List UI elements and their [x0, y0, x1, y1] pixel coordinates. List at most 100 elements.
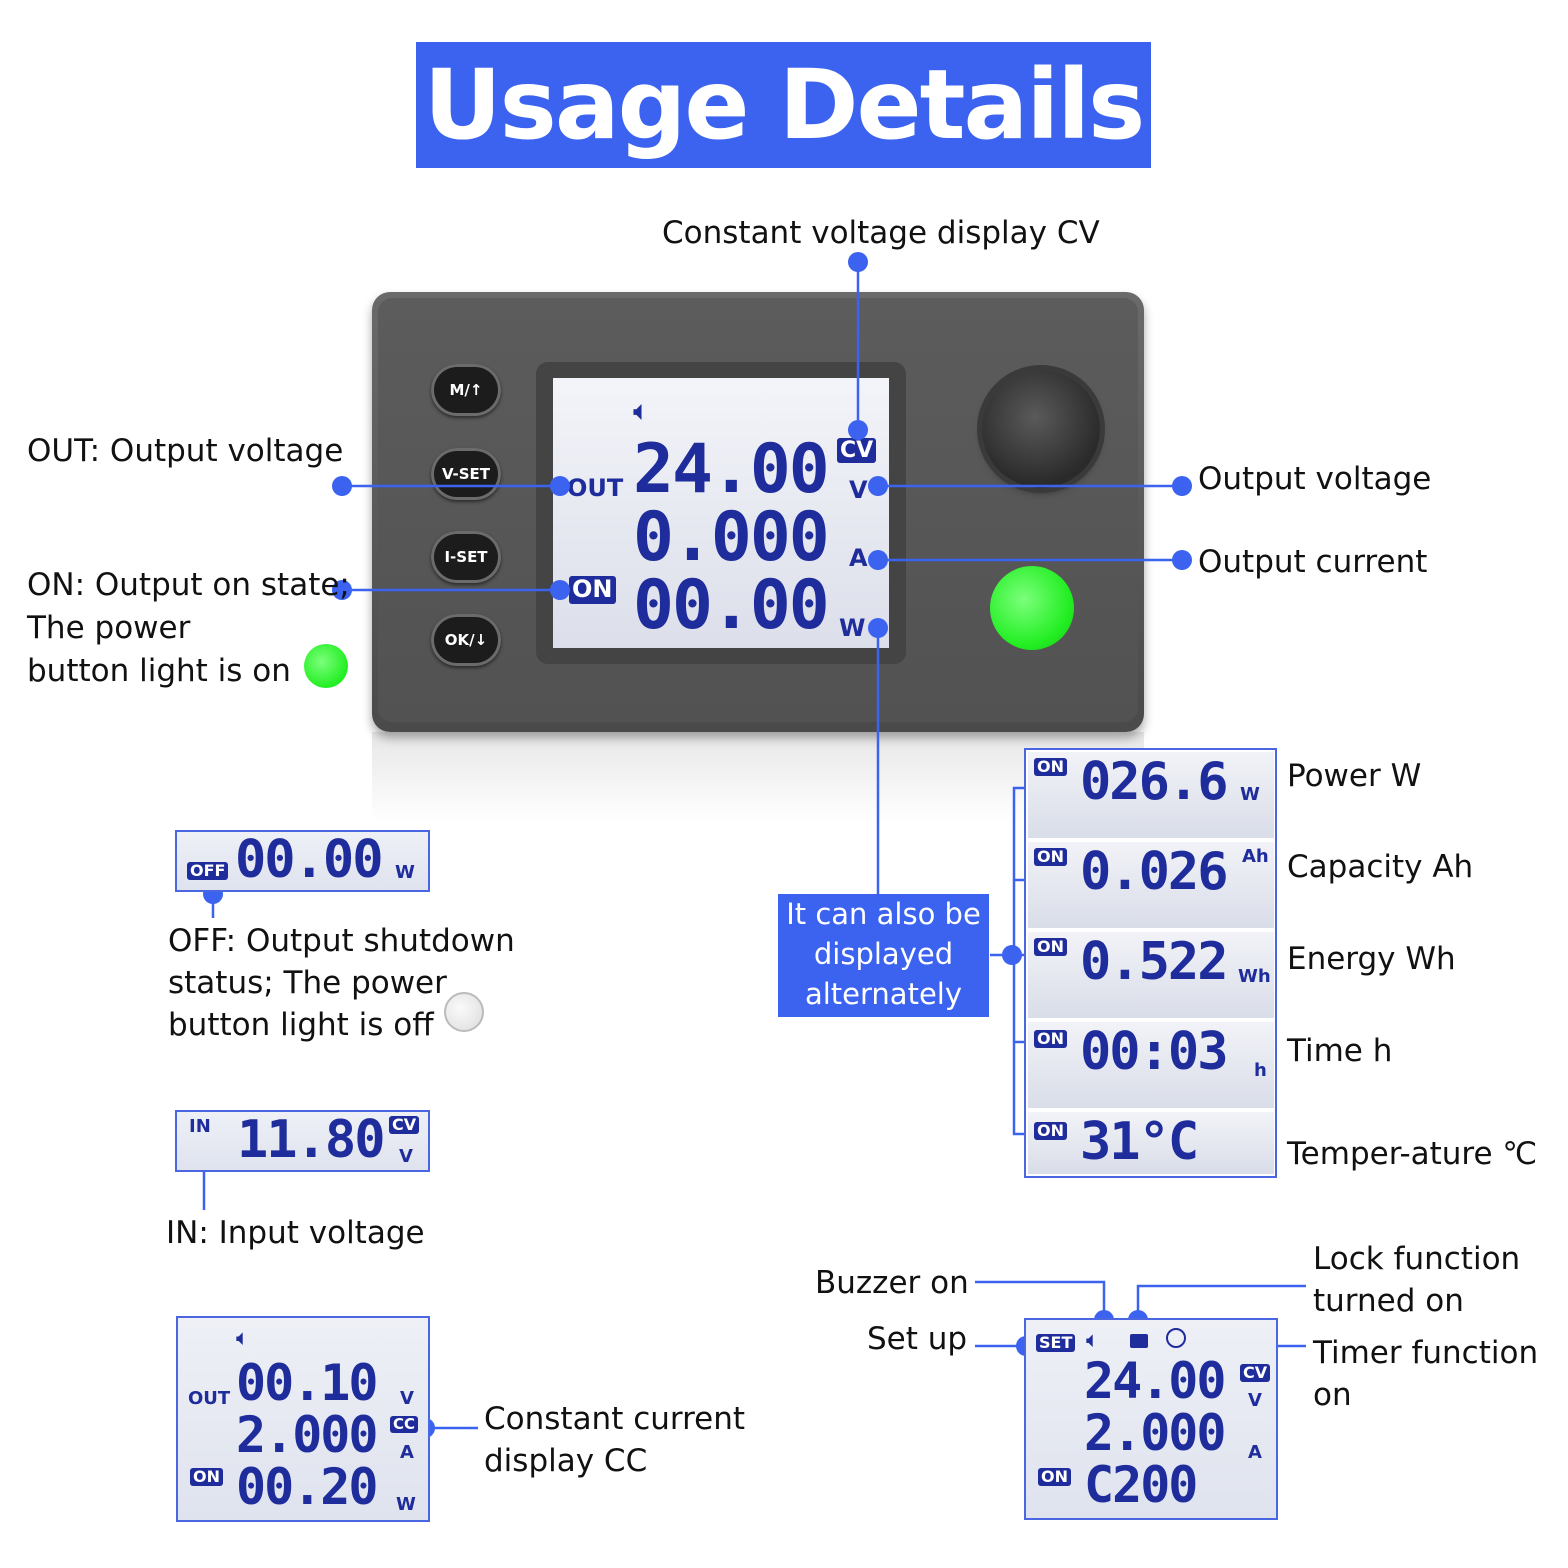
- out-pointer-dot: [332, 476, 352, 496]
- cc-a-value: 2.000: [236, 1406, 379, 1464]
- cv-pointer-dot: [848, 252, 868, 272]
- alt-value: 026.6: [1080, 752, 1229, 812]
- cv-display-label: Constant voltage display CV: [662, 215, 1100, 251]
- alt-label-capacity: Capacity Ah: [1287, 849, 1474, 885]
- a-target-dot: [868, 550, 888, 570]
- off-label-3: button light is off: [168, 1007, 434, 1043]
- alt-row: ON 0.522 Wh: [1028, 932, 1274, 1018]
- power-readout: 00.00: [633, 566, 830, 645]
- alt-value: 31°C: [1080, 1112, 1199, 1172]
- out-voltage-label: OUT: Output voltage: [27, 433, 344, 469]
- cc-v-value: 00.10: [236, 1354, 379, 1412]
- in-cv-badge: CV: [389, 1115, 420, 1135]
- rotary-knob[interactable]: [982, 370, 1100, 488]
- on-target-dot: [550, 580, 570, 600]
- set-lcd: SET 🔈︎ CV 24.00 V 2.000 A ON C200: [1024, 1318, 1278, 1520]
- cc-lcd: 🔈︎ OUT 00.10 V 2.000 CC A ON 00.20 W: [176, 1316, 430, 1522]
- m-up-button[interactable]: M/↑: [431, 364, 501, 416]
- output-voltage-dot: [1172, 476, 1192, 496]
- off-badge: OFF: [187, 861, 229, 881]
- set-v-value: 24.00: [1084, 1352, 1227, 1410]
- voltage-readout: 24.00: [633, 430, 830, 509]
- set-unit-a: A: [1248, 1442, 1262, 1463]
- alt-label-time: Time h: [1287, 1033, 1393, 1069]
- cv-target-dot: [848, 420, 868, 440]
- alt-label-power: Power W: [1287, 758, 1422, 794]
- alt-unit: Wh: [1238, 966, 1271, 987]
- alternate-line-1: It can also be: [786, 897, 981, 931]
- cc-w-value: 00.20: [236, 1458, 379, 1516]
- cc-speaker-icon: 🔈︎: [236, 1326, 250, 1351]
- output-current-dot: [1172, 550, 1192, 570]
- lock-label-1: Lock function: [1313, 1241, 1521, 1277]
- alt-row: ON 0.026 Ah: [1028, 842, 1274, 928]
- alt-label-temperature: Temper-ature ℃: [1287, 1136, 1538, 1172]
- cc-out-label: OUT: [188, 1388, 231, 1409]
- on-badge: ON: [569, 575, 616, 604]
- set-unit-v: V: [1248, 1390, 1262, 1411]
- cc-on-badge: ON: [190, 1467, 223, 1487]
- unit-a: A: [849, 544, 868, 572]
- alt-unit: h: [1254, 1060, 1267, 1081]
- unit-w: W: [839, 614, 866, 642]
- buzzer-icon: 🔈︎: [1086, 1328, 1100, 1353]
- page-title: Usage Details: [423, 49, 1146, 161]
- lock-label-2: turned on: [1313, 1283, 1464, 1319]
- cc-unit-v: V: [400, 1388, 414, 1409]
- grey-light-icon: [444, 992, 484, 1032]
- in-unit: V: [399, 1146, 413, 1167]
- alt-label-energy: Energy Wh: [1287, 941, 1456, 977]
- in-lcd: IN 11.80 CV V: [175, 1110, 430, 1172]
- alt-unit: W: [1240, 784, 1260, 805]
- alternate-dot: [1002, 945, 1022, 965]
- timer-label-2: on: [1313, 1377, 1352, 1413]
- alt-badge: ON: [1034, 937, 1067, 957]
- out-label: OUT: [567, 474, 624, 502]
- current-readout: 0.000: [633, 498, 830, 577]
- set-badge: SET: [1036, 1333, 1076, 1353]
- cv-badge: CV: [837, 438, 877, 464]
- i-set-button[interactable]: I-SET: [431, 531, 501, 583]
- buzzer-label: Buzzer on: [815, 1265, 969, 1301]
- alternate-line-3: alternately: [804, 977, 963, 1011]
- cc-badge: CC: [390, 1415, 419, 1434]
- on-state-label-2: The power: [27, 610, 191, 646]
- alt-badge: ON: [1034, 847, 1067, 867]
- power-button[interactable]: [990, 566, 1074, 650]
- alt-badge: ON: [1034, 1121, 1067, 1141]
- v-set-button[interactable]: V-SET: [431, 448, 501, 500]
- main-lcd: 🔈︎ CV OUT 24.00 V 0.000 A ON 00.00 W: [553, 378, 889, 648]
- timer-icon: [1166, 1328, 1186, 1348]
- cc-label-1: Constant current: [484, 1401, 746, 1437]
- on-pointer-dot: [332, 580, 352, 600]
- set-w-value: C200: [1084, 1456, 1198, 1514]
- timer-label-1: Timer function: [1313, 1335, 1539, 1371]
- cc-unit-w: W: [396, 1494, 416, 1515]
- alt-value: 0.522: [1080, 932, 1229, 992]
- set-cv-badge: CV: [1240, 1363, 1271, 1383]
- unit-v: V: [849, 476, 868, 504]
- setup-label: Set up: [867, 1321, 968, 1357]
- green-light-icon: [304, 644, 348, 688]
- off-label-2: status; The power: [168, 965, 447, 1001]
- set-on-badge: ON: [1038, 1467, 1071, 1487]
- alt-value: 0.026: [1080, 842, 1229, 902]
- output-current-label: Output current: [1198, 544, 1428, 580]
- w-target-dot: [868, 618, 888, 638]
- alt-unit: Ah: [1242, 846, 1269, 867]
- in-value: 11.80: [237, 1110, 386, 1170]
- in-badge: IN: [189, 1116, 211, 1137]
- device-reflection: [372, 732, 1144, 822]
- ok-down-button[interactable]: OK/↓: [431, 614, 501, 666]
- speaker-icon: 🔈︎: [633, 394, 650, 427]
- alt-badge: ON: [1034, 757, 1067, 777]
- set-a-value: 2.000: [1084, 1404, 1227, 1462]
- lock-icon: [1130, 1334, 1148, 1348]
- output-voltage-label: Output voltage: [1198, 461, 1432, 497]
- off-label-1: OFF: Output shutdown: [168, 923, 515, 959]
- off-value: 00.00: [235, 830, 384, 890]
- alt-value: 00:03: [1080, 1022, 1229, 1082]
- cc-label-2: display CC: [484, 1443, 648, 1479]
- alt-badge: ON: [1034, 1029, 1067, 1049]
- v-target-dot: [868, 476, 888, 496]
